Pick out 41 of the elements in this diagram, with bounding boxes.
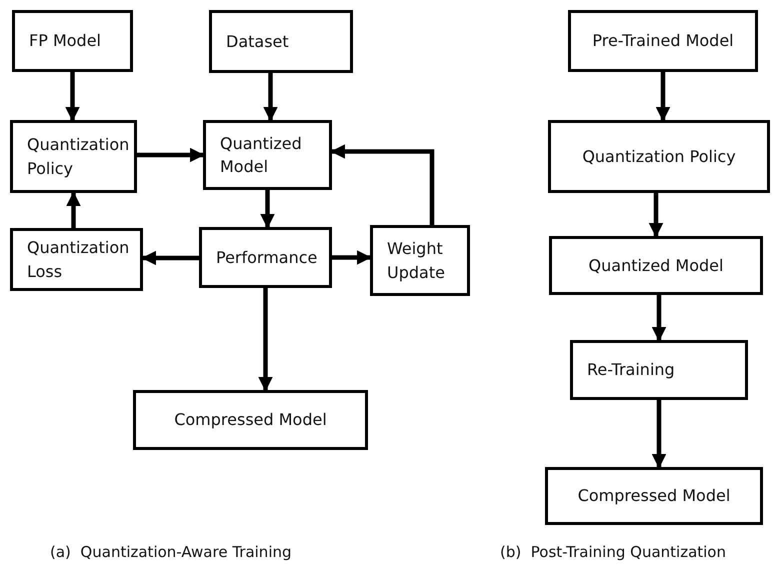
node-label: Dataset [226, 30, 289, 53]
process-box [10, 228, 143, 291]
process-box [370, 225, 470, 296]
process-box [10, 120, 137, 193]
arrow [648, 193, 664, 238]
process-box [199, 227, 332, 288]
arrow [258, 288, 273, 392]
node-label: Quantized Model [220, 132, 303, 178]
node-label: Quantized Model [588, 254, 724, 277]
node-label: Pre-Trained Model [592, 30, 734, 52]
node-label: Quantization Policy [582, 146, 736, 168]
node-label: Compressed Model [578, 485, 730, 508]
caption: (a) Quantization-Aware Training [50, 543, 292, 561]
node-label: Quantization Loss [27, 237, 130, 282]
process-box [12, 10, 133, 72]
arrow [652, 295, 666, 342]
process-box [203, 120, 332, 190]
process-box [570, 340, 748, 400]
arrow [137, 148, 204, 162]
arrow [65, 72, 80, 122]
arrow [652, 400, 666, 468]
process-box [133, 390, 368, 450]
node-label: Re-Training [587, 359, 675, 382]
arrow [66, 192, 81, 228]
arrow [263, 73, 278, 122]
arrow [330, 144, 434, 225]
arrow [260, 190, 275, 228]
process-box [548, 120, 770, 193]
process-box [568, 10, 758, 72]
process-box [209, 10, 353, 73]
arrow [656, 72, 670, 122]
node-label: Quantization Policy [27, 134, 130, 180]
process-box [545, 467, 763, 525]
process-box [549, 236, 763, 295]
arrow [142, 250, 199, 266]
node-label: Compressed Model [174, 409, 327, 432]
node-label: Weight Update [387, 238, 446, 284]
arrow [332, 250, 372, 265]
caption: (b) Post-Training Quantization [500, 543, 726, 561]
node-label: Performance [216, 246, 318, 269]
node-label: FP Model [29, 30, 101, 52]
